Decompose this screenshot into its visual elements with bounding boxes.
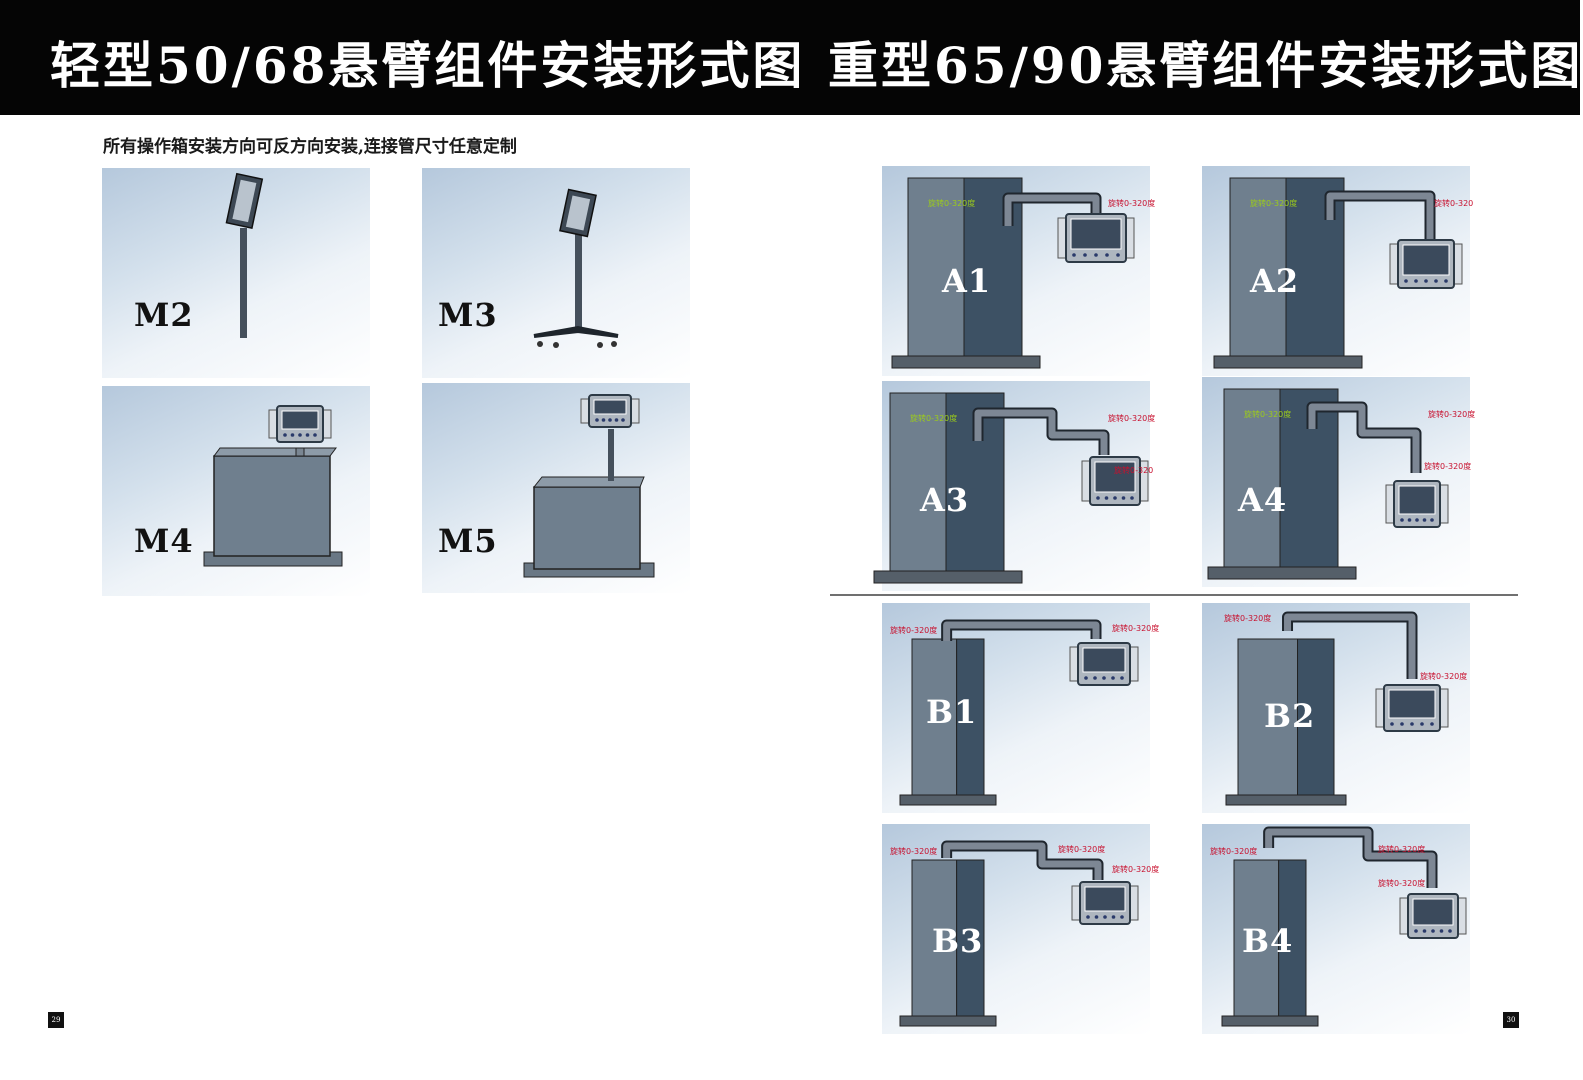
heavy-panel-b4: 旋转0-320度旋转0-320度旋转0-320度 B4 — [1202, 824, 1470, 1034]
svg-text:旋转0-320度: 旋转0-320度 — [910, 413, 957, 423]
panel-label: A4 — [1238, 481, 1288, 519]
panel-label: A2 — [1250, 262, 1300, 300]
panel-label: B4 — [1242, 922, 1294, 960]
panel-label: A1 — [942, 262, 992, 300]
page-number-right: 30 — [1503, 1012, 1519, 1028]
panel-label: B1 — [926, 693, 978, 731]
svg-text:旋转0-320度: 旋转0-320度 — [1244, 409, 1291, 419]
panel-label: B2 — [1264, 697, 1316, 735]
left-page-title: 轻型50/68悬臂组件安装形式图 — [50, 36, 806, 95]
svg-text:旋转0-320度: 旋转0-320度 — [1378, 844, 1425, 854]
m2-pole-illustration — [225, 172, 264, 338]
a3-column-arm-illustration: 旋转0-320度旋转0-320度旋转0-320 — [873, 392, 1155, 584]
svg-text:旋转0-320度: 旋转0-320度 — [1424, 461, 1471, 471]
panel-label: B3 — [932, 922, 984, 960]
heavy-panel-a3: 旋转0-320度旋转0-320度旋转0-320 A3 — [873, 381, 1155, 591]
panel-label: M4 — [134, 522, 194, 560]
a4-column-arm-illustration: 旋转0-320度旋转0-320度旋转0-320度 — [1207, 388, 1475, 580]
panel-label: A3 — [920, 481, 970, 519]
svg-text:旋转0-320度: 旋转0-320度 — [1378, 878, 1425, 888]
svg-text:旋转0-320度: 旋转0-320度 — [1108, 198, 1155, 208]
heavy-panel-a2: 旋转0-320度 旋转0-320 A2 — [1202, 166, 1473, 376]
m4-cabinet-illustration — [203, 405, 343, 567]
svg-text:旋转0-320: 旋转0-320 — [1434, 198, 1473, 208]
heavy-panel-a1: 旋转0-320度 旋转0-320度 A1 — [882, 166, 1155, 376]
b3-cabinet-arm-illustration: 旋转0-320度旋转0-320度旋转0-320度 — [890, 840, 1159, 1027]
light-panel-m5: M5 — [422, 383, 690, 593]
header-bar: 轻型50/68悬臂组件安装形式图 重型65/90悬臂组件安装形式图 — [0, 0, 1580, 115]
light-panel-m3: M3 — [422, 168, 690, 378]
right-page-title: 重型65/90悬臂组件安装形式图 — [828, 36, 1583, 95]
b4-cabinet-arm-illustration: 旋转0-320度旋转0-320度旋转0-320度 — [1210, 826, 1467, 1027]
svg-text:旋转0-320度: 旋转0-320度 — [890, 625, 937, 635]
a2-column-arm-illustration: 旋转0-320度 旋转0-320 — [1213, 177, 1473, 369]
m5-cabinet-pole-illustration — [523, 394, 655, 578]
page-number-left: 29 — [48, 1012, 64, 1028]
svg-text:旋转0-320度: 旋转0-320度 — [1108, 413, 1155, 423]
svg-text:旋转0-320度: 旋转0-320度 — [928, 198, 975, 208]
light-panel-m2: M2 — [102, 168, 370, 378]
heavy-panel-b2: 旋转0-320度旋转0-320度 B2 — [1202, 603, 1470, 813]
heavy-panel-a4: 旋转0-320度旋转0-320度旋转0-320度 A4 — [1202, 377, 1475, 587]
a1-column-arm-illustration: 旋转0-320度 旋转0-320度 — [891, 177, 1155, 369]
panel-label: M5 — [438, 522, 498, 560]
svg-text:旋转0-320度: 旋转0-320度 — [1420, 671, 1467, 681]
svg-text:旋转0-320度: 旋转0-320度 — [1058, 844, 1105, 854]
panel-label: M2 — [134, 296, 194, 334]
svg-text:旋转0-320度: 旋转0-320度 — [1112, 864, 1159, 874]
svg-text:旋转0-320度: 旋转0-320度 — [890, 846, 937, 856]
b1-cabinet-arm-illustration: 旋转0-320度 旋转0-320度 — [890, 619, 1159, 806]
heavy-panel-b1: 旋转0-320度 旋转0-320度 B1 — [882, 603, 1159, 813]
svg-text:旋转0-320度: 旋转0-320度 — [1250, 198, 1297, 208]
svg-text:旋转0-320: 旋转0-320 — [1114, 465, 1153, 475]
light-panel-m4: M4 — [102, 386, 370, 596]
panel-label: M3 — [438, 296, 498, 334]
svg-text:旋转0-320度: 旋转0-320度 — [1428, 409, 1475, 419]
section-divider — [830, 594, 1518, 596]
svg-text:旋转0-320度: 旋转0-320度 — [1210, 846, 1257, 856]
m3-stand-illustration — [533, 188, 619, 348]
svg-text:旋转0-320度: 旋转0-320度 — [1112, 623, 1159, 633]
svg-text:旋转0-320度: 旋转0-320度 — [1224, 613, 1271, 623]
heavy-panel-b3: 旋转0-320度旋转0-320度旋转0-320度 B3 — [882, 824, 1159, 1034]
installation-note: 所有操作箱安装方向可反方向安装,连接管尺寸任意定制 — [103, 137, 517, 157]
